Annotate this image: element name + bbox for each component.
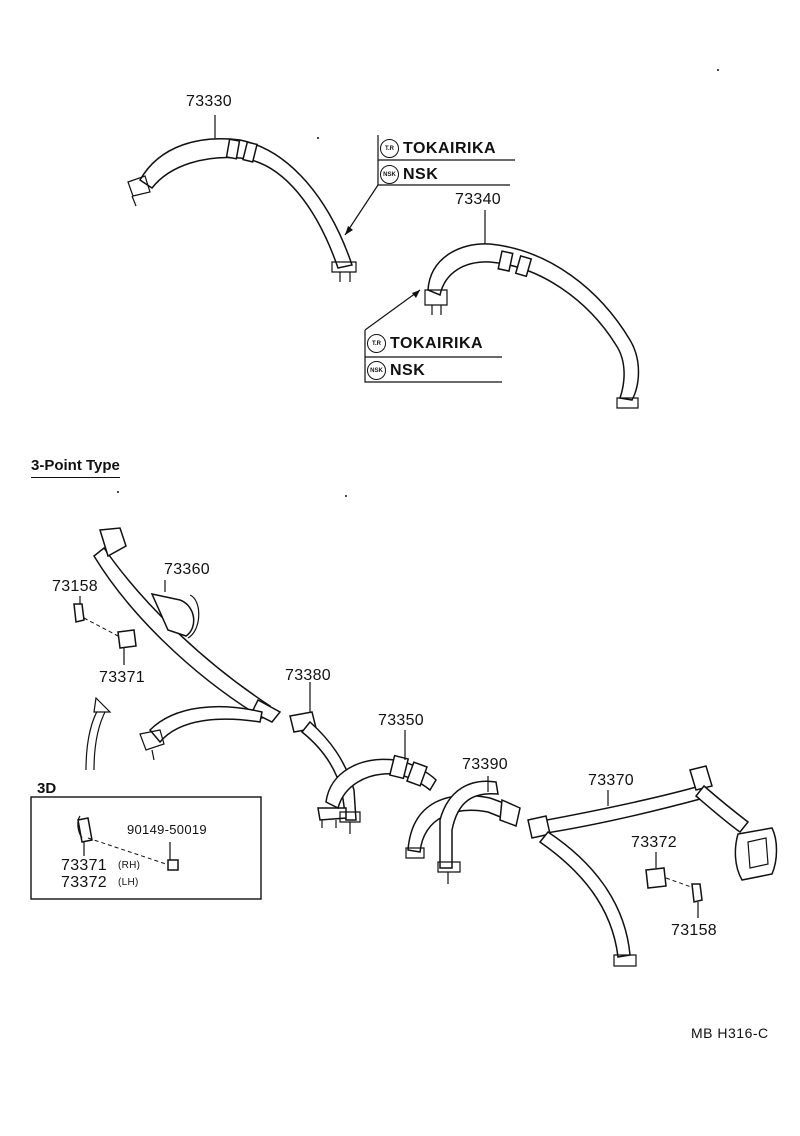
part-label-73380: 73380	[285, 667, 331, 684]
maker-bracket-mid	[364, 289, 502, 383]
part-label-73158-right: 73158	[671, 922, 717, 939]
buckle-belt-73380	[289, 682, 357, 828]
lap-belt-73330	[127, 115, 357, 282]
part-label-90149-50019: 90149-50019	[127, 822, 207, 837]
part-label-73330: 73330	[186, 93, 232, 110]
maker-nsk-top: NSK	[403, 166, 439, 183]
nsk-logo-icon: NSK	[380, 165, 399, 184]
part-label-73390: 73390	[462, 756, 508, 773]
belt-73390	[405, 776, 521, 884]
section-title-3-point-type: 3-Point Type	[31, 458, 120, 478]
part-label-73372: 73372	[631, 834, 677, 851]
detail-arrow	[85, 696, 112, 771]
part-label-73158-left: 73158	[52, 578, 98, 595]
shoulder-belt-73360	[93, 527, 282, 761]
nsk-logo-icon-mid: NSK	[367, 361, 386, 380]
shoulder-belt-73370	[527, 765, 778, 967]
clip-left-group	[73, 596, 137, 665]
side-label-lh: (LH)	[118, 877, 139, 888]
tokairika-logo-icon-mid: T.R	[367, 334, 386, 353]
tokairika-logo-icon: T.R	[380, 139, 399, 158]
part-label-73371-rh: 73371	[61, 857, 107, 874]
maker-nsk-mid: NSK	[390, 362, 426, 379]
part-label-73340: 73340	[455, 191, 501, 208]
maker-tokairika-top: TOKAIRIKA	[403, 140, 497, 157]
part-label-73360: 73360	[164, 561, 210, 578]
part-label-73371: 73371	[99, 669, 145, 686]
clip-right-group	[645, 852, 703, 918]
inset-3d-drawing	[30, 796, 262, 900]
side-label-rh: (RH)	[118, 860, 141, 871]
inset-title-3d: 3D	[37, 780, 57, 797]
belt-73350	[325, 730, 437, 834]
lap-belt-73340	[424, 210, 640, 409]
diagram-reference-code: MB H316-C	[691, 1025, 769, 1041]
maker-tokairika-mid: TOKAIRIKA	[390, 335, 484, 352]
part-label-73370: 73370	[588, 772, 634, 789]
maker-bracket-top	[344, 135, 515, 236]
part-label-73350: 73350	[378, 712, 424, 729]
part-label-73372-lh: 73372	[61, 874, 107, 891]
